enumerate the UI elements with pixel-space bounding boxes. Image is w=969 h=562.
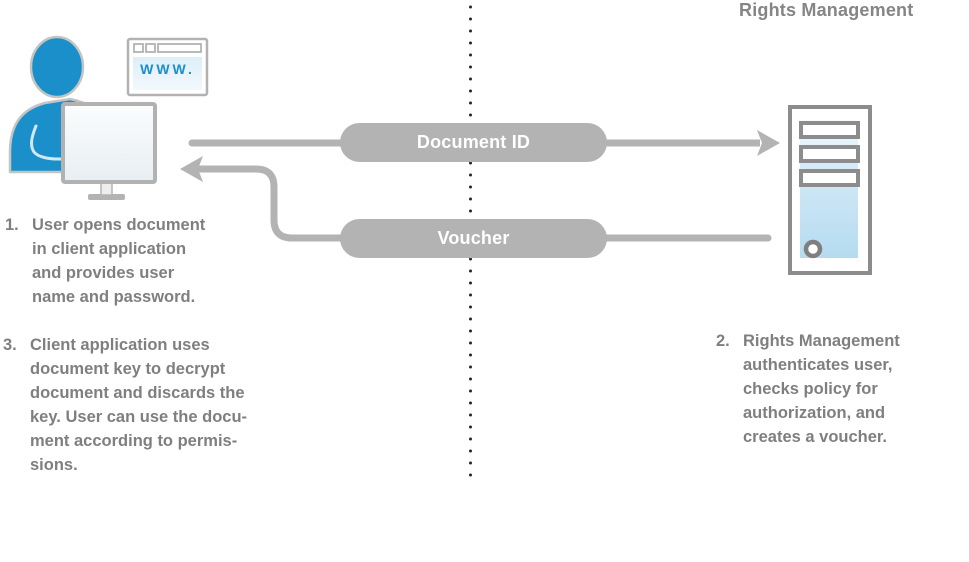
step-number: 2. [716, 332, 730, 350]
monitor-icon [61, 102, 157, 200]
voucher-label: Voucher [340, 219, 607, 258]
voucher-arrow [180, 156, 772, 242]
server-bay-icon [799, 145, 860, 163]
server-bay-icon [799, 121, 860, 139]
browser-window-icon [126, 37, 209, 97]
server-icon [788, 105, 872, 275]
step-lines: User opens document in client applicatio… [32, 216, 206, 306]
document-id-arrow [188, 130, 780, 156]
arrowhead-left-icon [180, 156, 203, 182]
document-id-label: Document ID [340, 123, 607, 162]
step-1-text: 1. User opens document in client applica… [5, 213, 205, 309]
step-3-text: 3. Client application uses document key … [3, 333, 247, 477]
step-2-text: 2. Rights Management authenticates user,… [716, 329, 900, 449]
browser-tab-square-icon [133, 43, 144, 53]
step-lines: Client application uses document key to … [30, 336, 248, 474]
step-lines: Rights Management authenticates user, ch… [743, 332, 900, 446]
page-title: Rights Management [739, 0, 914, 20]
browser-address-bar-icon [157, 43, 202, 53]
step-number: 3. [3, 336, 17, 354]
arrowhead-right-icon [757, 130, 780, 156]
browser-url-text: WWW. [140, 61, 195, 77]
step-number: 1. [5, 216, 19, 234]
browser-tab-square-icon [145, 43, 156, 53]
server-power-button-icon [803, 239, 823, 259]
user-arm-crease [30, 124, 66, 161]
server-bay-icon [799, 169, 860, 187]
